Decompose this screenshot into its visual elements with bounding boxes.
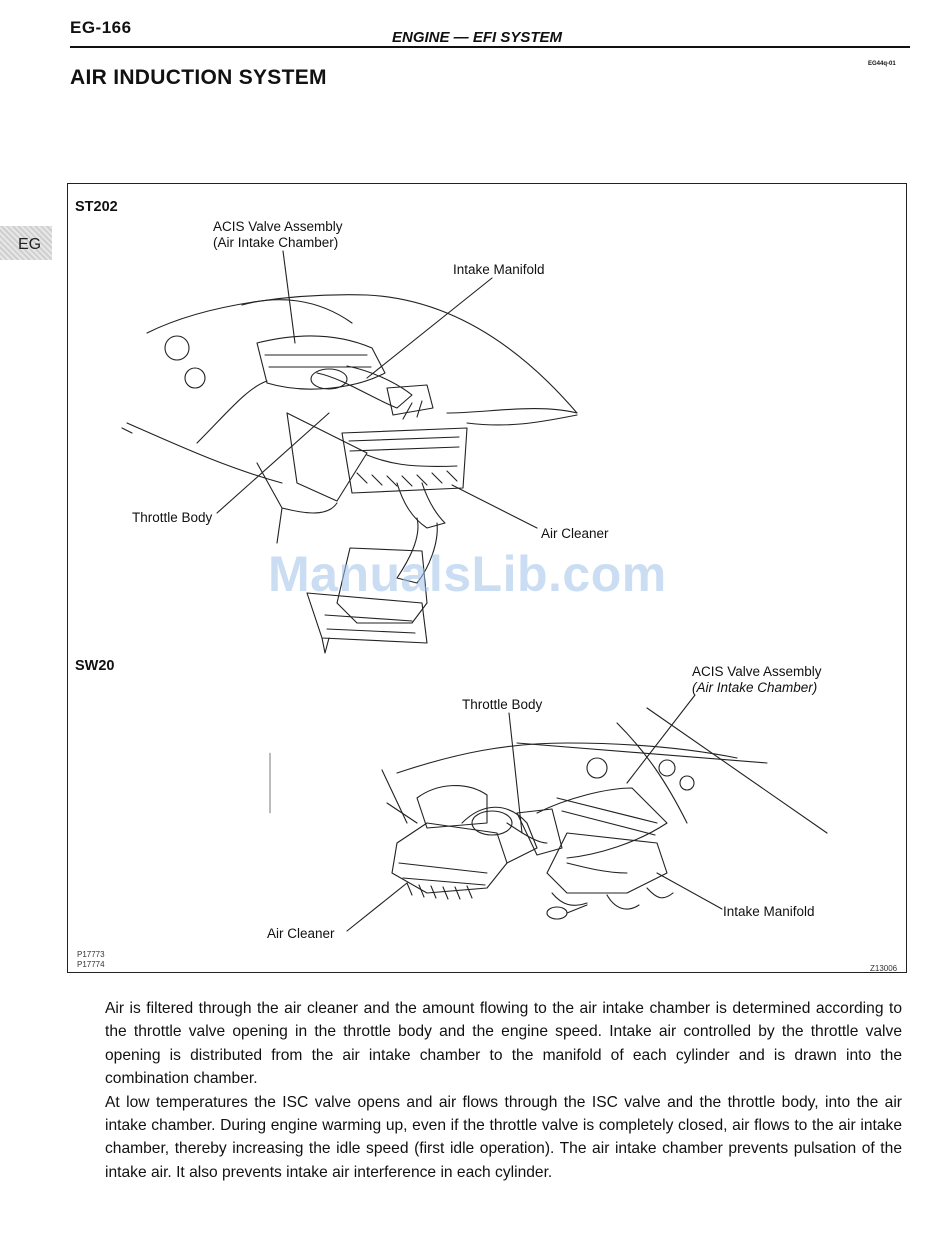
sw20-acis-sublabel: (Air Intake Chamber)	[692, 680, 818, 695]
st202-throttle-body-label: Throttle Body	[132, 510, 213, 525]
st202-model-label: ST202	[75, 199, 118, 215]
sw20-air-cleaner-label: Air Cleaner	[267, 926, 335, 941]
body-paragraph-1: Air is filtered through the air cleaner …	[105, 1000, 902, 1088]
header-rule	[70, 46, 910, 48]
sw20-intake-manifold-label: Intake Manifold	[723, 904, 815, 919]
body-text: Air is filtered through the air cleaner …	[105, 997, 902, 1184]
st202-engine-drawing	[121, 294, 578, 654]
st202-acis-sublabel: (Air Intake Chamber)	[213, 235, 339, 250]
figure-code-2: P17774	[77, 960, 105, 969]
page-number: EG-166	[70, 18, 132, 37]
engine-illustration	[121, 250, 828, 932]
st202-acis-label: ACIS Valve Assembly	[213, 219, 343, 234]
st202-air-cleaner-label: Air Cleaner	[541, 526, 609, 541]
sw20-engine-drawing	[381, 707, 828, 920]
st202-intake-manifold-label: Intake Manifold	[453, 262, 545, 277]
st202-leader-lines	[216, 250, 538, 529]
sw20-throttle-body-label: Throttle Body	[462, 697, 543, 712]
section-title: AIR INDUCTION SYSTEM	[70, 66, 327, 89]
sw20-leader-lines	[346, 694, 723, 932]
figure-code-z: Z13006	[870, 964, 898, 973]
sw20-model-label: SW20	[75, 658, 115, 674]
side-tab-label: EG	[18, 236, 42, 253]
figure-code-1: P17773	[77, 950, 105, 959]
side-tab	[0, 226, 52, 260]
running-header-title: ENGINE — EFI SYSTEM	[392, 29, 563, 46]
body-paragraph-2: At low temperatures the ISC valve opens …	[105, 1093, 902, 1181]
figure-frame	[67, 183, 907, 973]
sw20-acis-label: ACIS Valve Assembly	[692, 664, 822, 679]
watermark: ManualsLib.com	[268, 546, 667, 602]
reference-code: EG44q-01	[868, 61, 896, 67]
